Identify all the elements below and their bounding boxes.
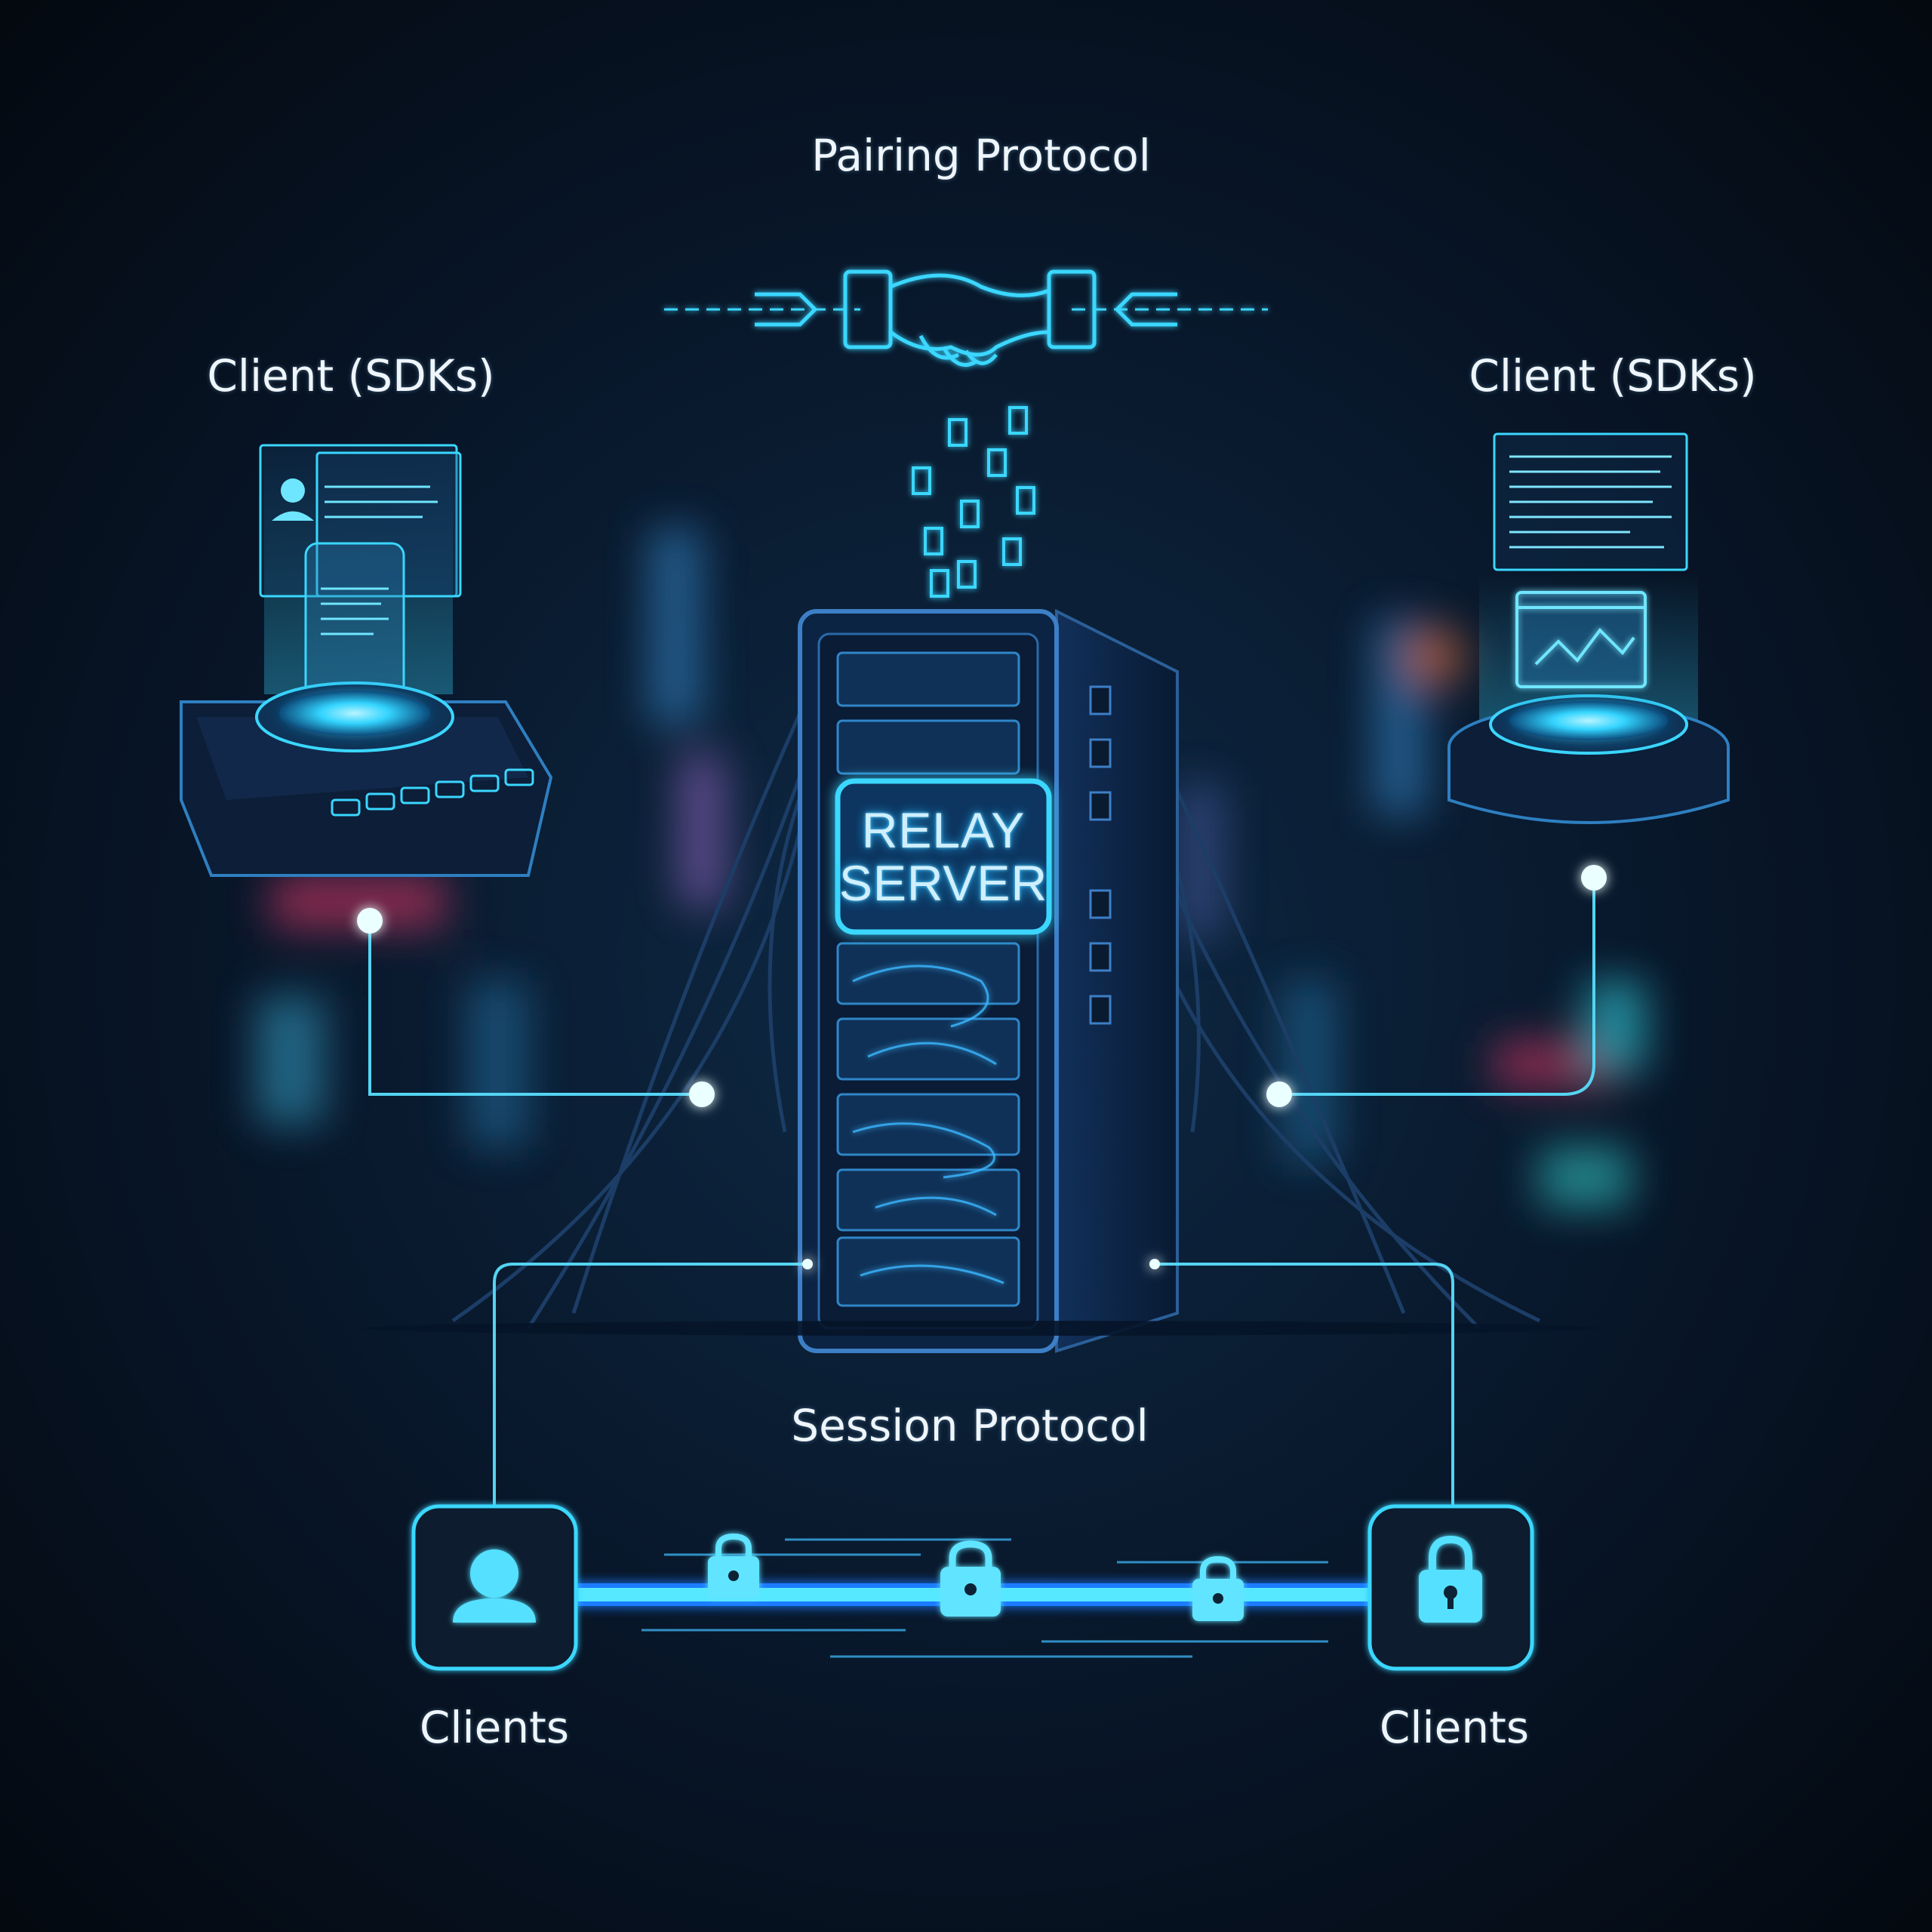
server-ports xyxy=(1089,685,1112,1025)
client-sdk-label-right: Client (SDKs) xyxy=(1469,350,1757,401)
left-client-device xyxy=(180,444,553,877)
connection-nodes xyxy=(357,865,1607,1269)
blurred-city-bokeh xyxy=(257,528,1645,1208)
relay-server-line2: SERVER xyxy=(838,855,1048,911)
client-right-lock-box xyxy=(1367,1504,1534,1671)
lock-icon xyxy=(1192,1555,1244,1621)
left-device-buttons xyxy=(331,768,534,817)
clients-label-left: Clients xyxy=(419,1702,570,1753)
session-protocol-title: Session Protocol xyxy=(791,1400,1149,1451)
clients-label-right: Clients xyxy=(1379,1702,1530,1753)
chart-window-icon xyxy=(1515,591,1647,688)
relay-server-label-panel xyxy=(835,778,1052,935)
left-profile-user-icon xyxy=(272,478,314,521)
server-glow-circuits xyxy=(852,964,1004,1284)
client-left-user-box xyxy=(411,1504,578,1671)
connection-lines xyxy=(368,878,1595,1509)
lock-icon xyxy=(940,1540,1001,1617)
client-sdk-label-left: Client (SDKs) xyxy=(207,350,495,401)
relay-server xyxy=(362,608,1600,1353)
pairing-protocol-title: Pairing Protocol xyxy=(811,130,1151,181)
left-hologram-window xyxy=(259,444,462,718)
handshake-icon xyxy=(664,269,1268,367)
lock-icon xyxy=(1419,1535,1482,1623)
server-rack-units xyxy=(836,651,1020,1307)
relay-server-line1: RELAY xyxy=(861,802,1026,858)
lock-icon xyxy=(708,1533,759,1598)
user-icon xyxy=(453,1549,536,1623)
right-client-device xyxy=(1447,432,1730,824)
data-packets xyxy=(912,406,1035,598)
